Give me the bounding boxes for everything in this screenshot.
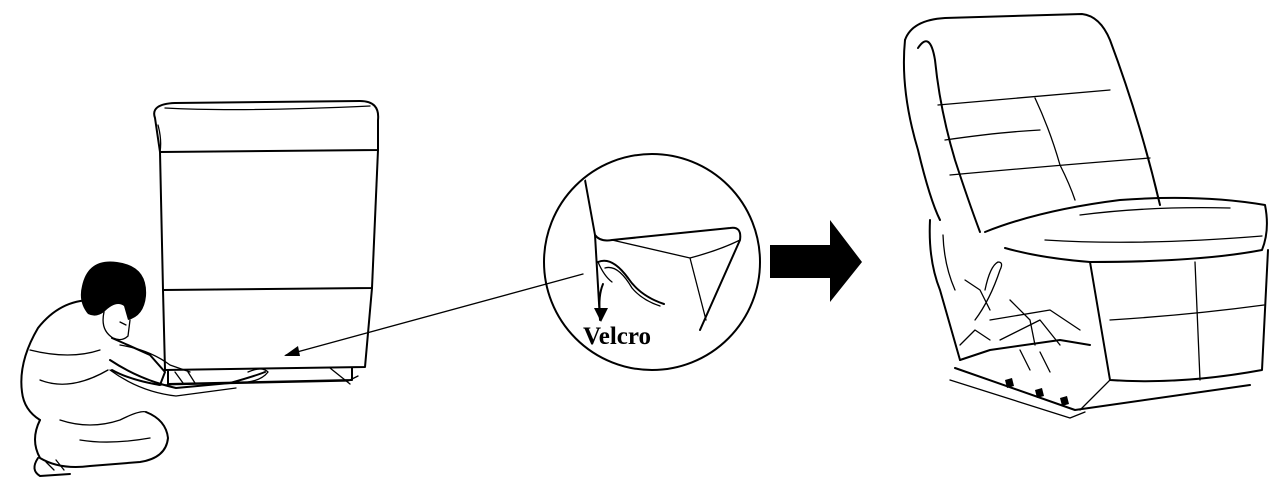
kneeling-person-icon <box>20 261 269 477</box>
velcro-label: Velcro <box>583 323 651 350</box>
pointer-line <box>284 273 584 356</box>
magnifier-callout-icon: Velcro <box>543 153 761 371</box>
right-arrow-icon <box>770 220 862 302</box>
recliner-seat-icon <box>902 13 1269 419</box>
sofa-section-back-icon <box>153 100 380 386</box>
